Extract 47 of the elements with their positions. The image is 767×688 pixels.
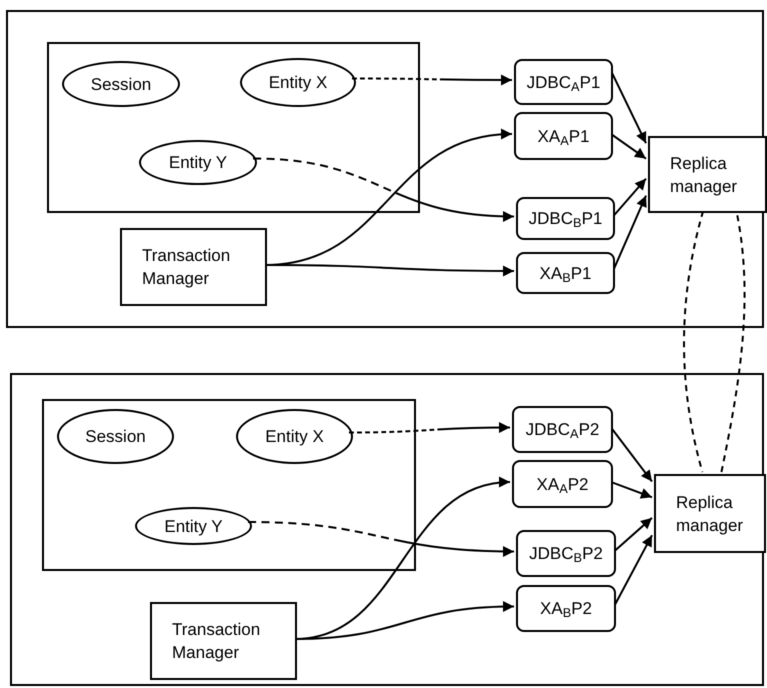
node-label: JDBC$_{B}$P1 xyxy=(528,208,602,230)
pool-box xyxy=(516,252,615,294)
node-label: JDBC$_{B}$P2 xyxy=(529,543,603,565)
entity-ellipse xyxy=(240,58,356,107)
pool-box xyxy=(514,59,613,105)
node-label: Entity Y xyxy=(168,152,228,174)
process-box xyxy=(150,602,297,680)
entity-ellipse xyxy=(135,507,252,545)
arrow xyxy=(265,264,514,276)
pool-box xyxy=(516,197,615,240)
entity-ellipse xyxy=(236,409,353,464)
process-box xyxy=(120,228,267,306)
arrow xyxy=(349,422,510,434)
pool-box xyxy=(516,585,616,632)
node-label: Entity Y xyxy=(164,516,223,538)
node-label: XA$_{B}$P1 xyxy=(540,262,592,284)
node-label: Replica manager xyxy=(676,492,744,536)
node-label: JDBC$_{A}$P1 xyxy=(526,72,600,94)
node-label: XA$_{A}$P1 xyxy=(538,126,590,148)
node-label: Entity X xyxy=(268,72,328,94)
container-box xyxy=(42,399,416,571)
process-box xyxy=(654,474,766,553)
system-panel xyxy=(10,373,764,686)
node-label: Entity X xyxy=(265,426,324,448)
system-panel xyxy=(6,10,764,328)
arrow xyxy=(610,481,652,499)
container-box xyxy=(47,42,420,213)
connector-line xyxy=(683,210,704,472)
pool-box xyxy=(514,112,613,160)
node-label: Session xyxy=(85,426,146,448)
node-label: Transaction Manager xyxy=(172,619,262,664)
pool-box xyxy=(512,406,613,453)
entity-ellipse xyxy=(139,140,257,185)
entity-ellipse xyxy=(62,61,180,107)
arrow xyxy=(248,521,514,557)
node-label: JDBC$_{A}$P2 xyxy=(526,419,600,441)
node-label: XA$_{B}$P2 xyxy=(540,598,592,620)
process-box xyxy=(648,136,767,213)
arrow xyxy=(352,74,512,86)
node-label: XA$_{A}$P2 xyxy=(536,474,588,496)
pool-box xyxy=(516,530,616,577)
entity-ellipse xyxy=(57,409,174,464)
pool-box xyxy=(512,460,613,508)
node-label: Transaction Manager xyxy=(142,245,232,290)
node-label: Replica manager xyxy=(670,152,738,198)
arrow xyxy=(252,158,514,222)
node-label: Session xyxy=(90,74,152,96)
